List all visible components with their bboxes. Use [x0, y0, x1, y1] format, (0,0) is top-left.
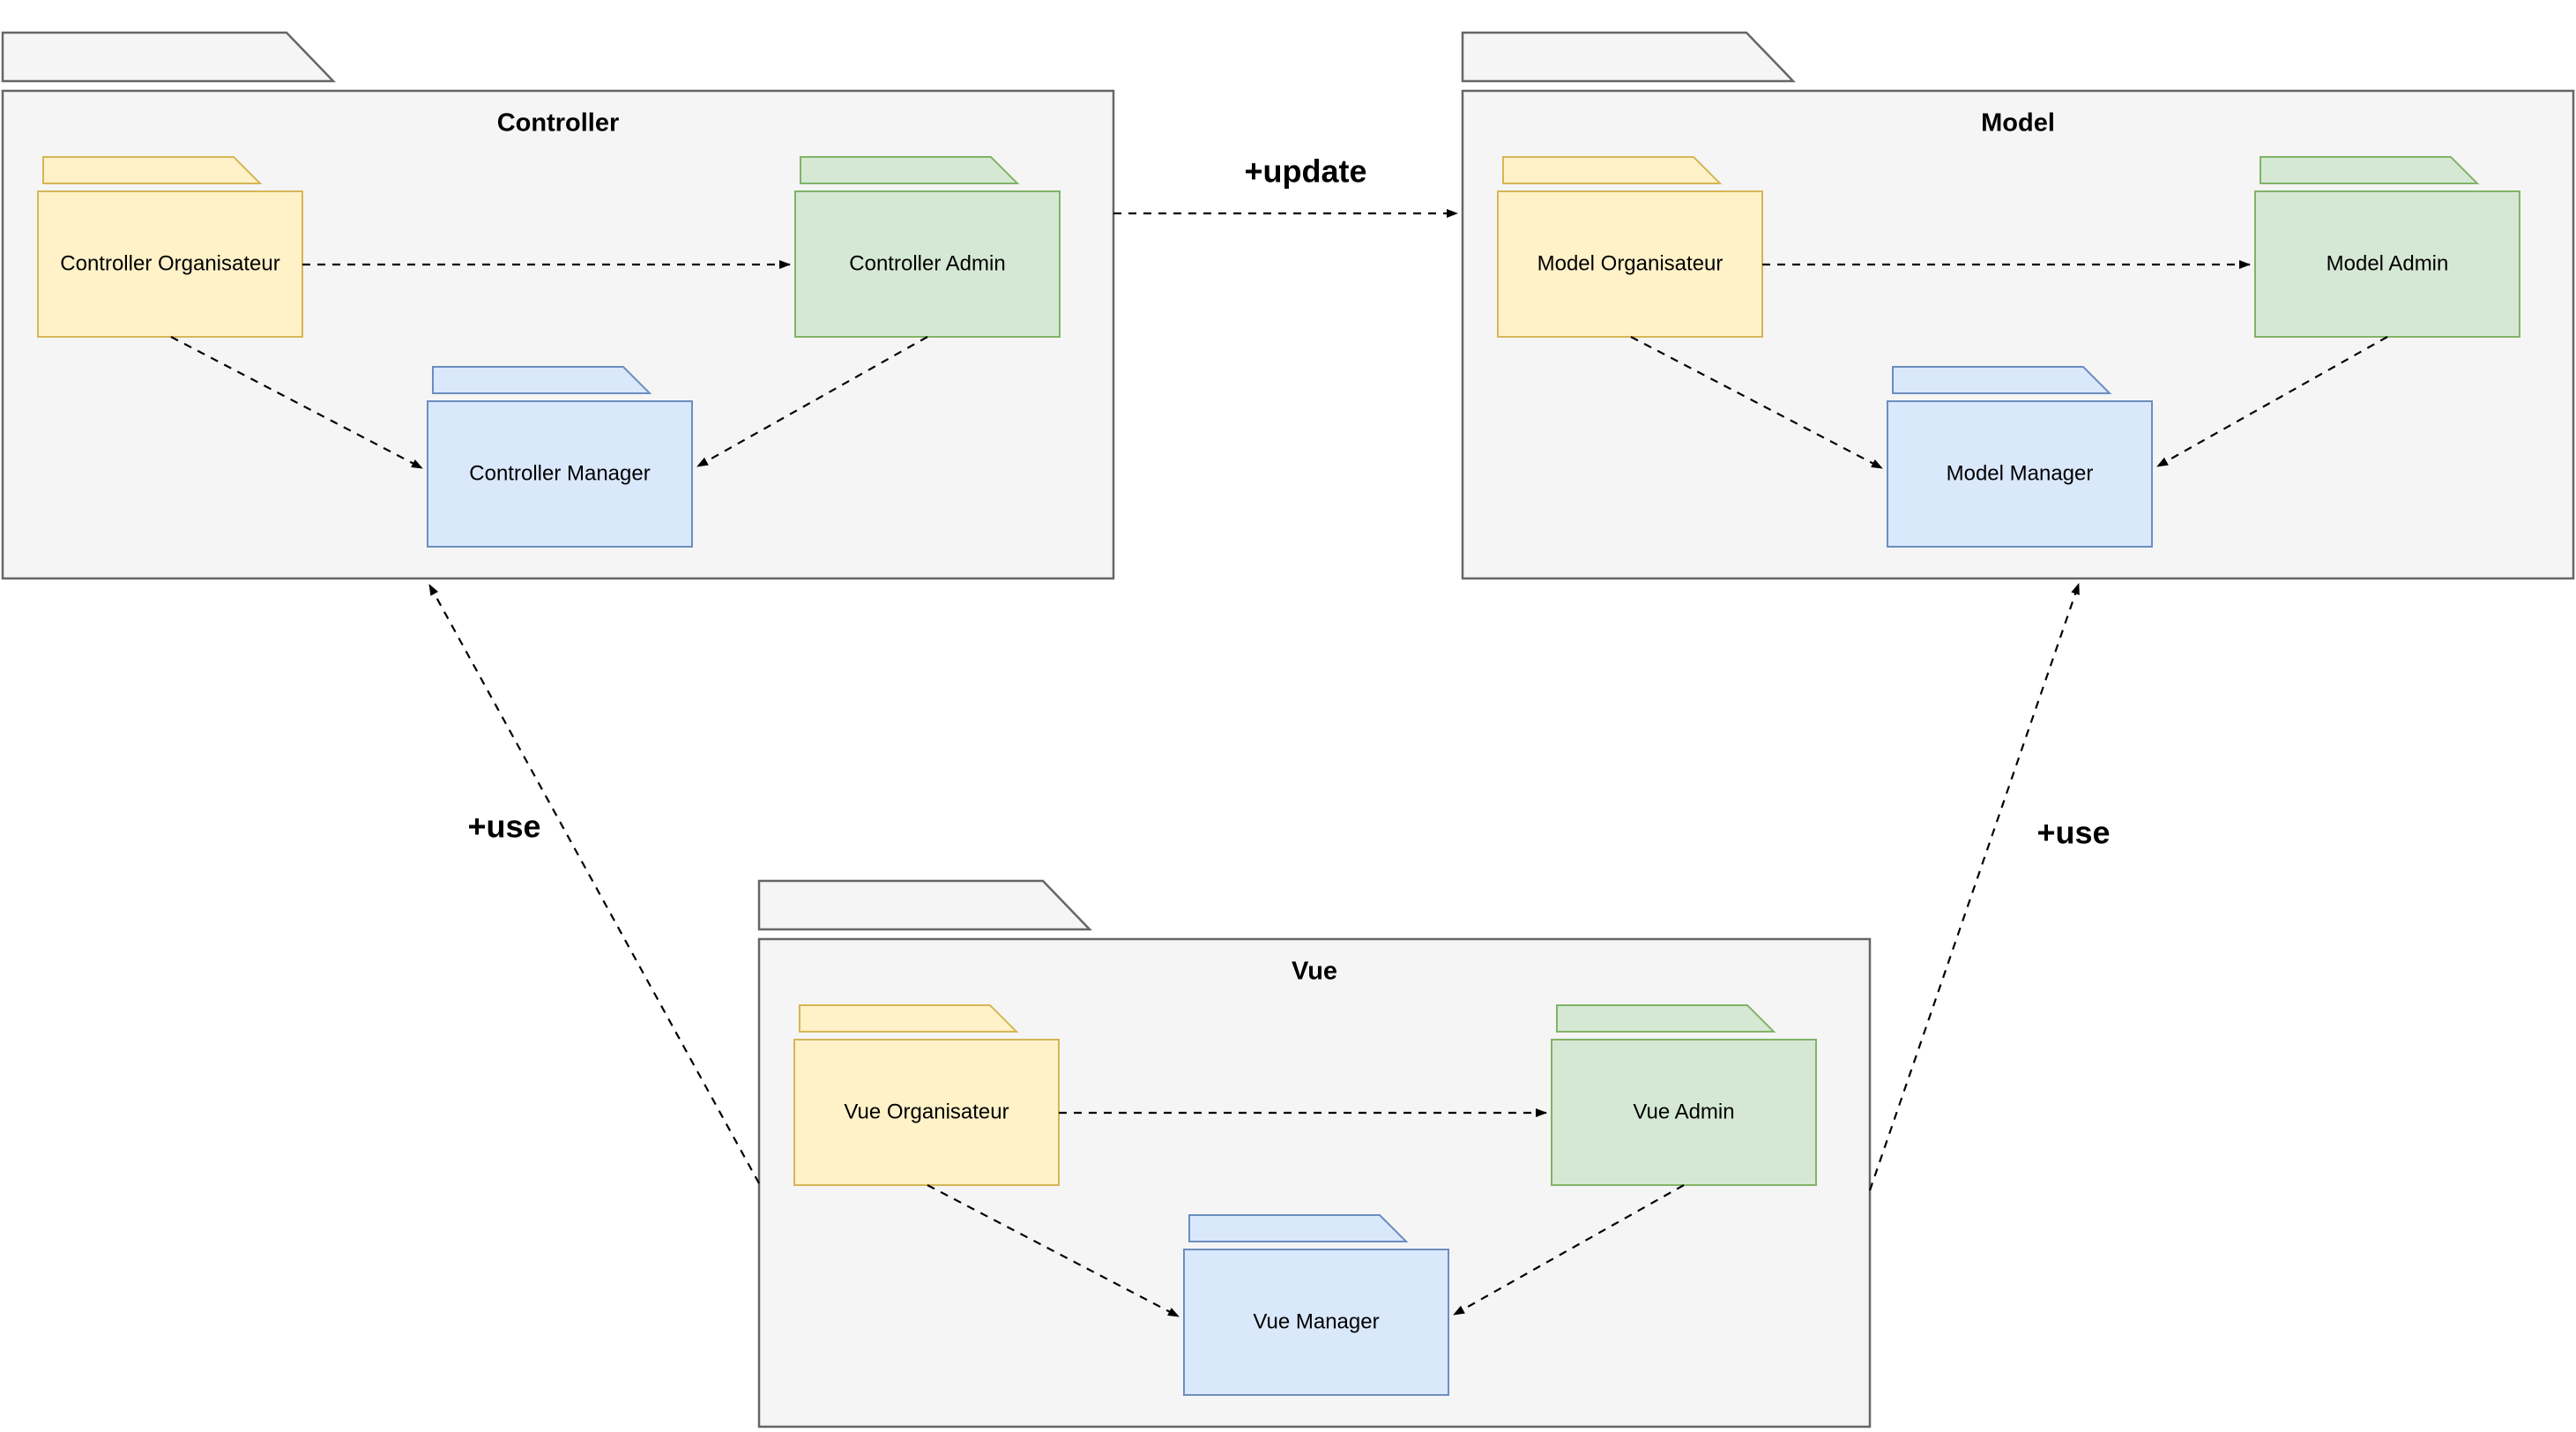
box-vue-admin[interactable]: Vue Admin: [1551, 1004, 1817, 1186]
box-model-admin-label: Model Admin: [2327, 251, 2449, 275]
box-model-admin[interactable]: Model Admin: [2254, 156, 2520, 338]
box-controller-organisateur-label: Controller Organisateur: [60, 251, 279, 275]
box-model-organisateur-tab[interactable]: [1502, 156, 1723, 184]
box-vue-organisateur-body[interactable]: [793, 1039, 1060, 1186]
box-controller-manager[interactable]: Controller Manager: [427, 366, 693, 548]
edge-vue-to-model-use[interactable]: [1868, 583, 2081, 1191]
package-vue-title: Vue: [1292, 958, 1337, 986]
package-controller-title: Controller: [497, 109, 620, 138]
box-vue-organisateur[interactable]: Vue Organisateur: [793, 1004, 1060, 1186]
box-controller-organisateur[interactable]: Controller Organisateur: [37, 156, 303, 338]
edge-vue-organisateur-to-manager[interactable]: [927, 1184, 1180, 1317]
box-vue-admin-body[interactable]: [1551, 1039, 1817, 1186]
box-model-manager[interactable]: Model Manager: [1887, 366, 2153, 548]
edge-vue-to-controller-use[interactable]: [428, 584, 760, 1184]
box-controller-manager-body[interactable]: [427, 400, 693, 548]
box-vue-manager[interactable]: Vue Manager: [1183, 1214, 1449, 1396]
box-model-manager-tab[interactable]: [1892, 366, 2112, 394]
package-vue-tab[interactable]: [757, 879, 1092, 931]
box-vue-admin-tab[interactable]: [1556, 1004, 1776, 1033]
edge-label-update: +update: [1244, 153, 1366, 190]
box-model-manager-body[interactable]: [1887, 400, 2153, 548]
edge-controller-organisateur-to-manager[interactable]: [170, 336, 423, 469]
box-vue-organisateur-tab[interactable]: [799, 1004, 1019, 1033]
box-model-admin-tab[interactable]: [2260, 156, 2480, 184]
box-vue-manager-label: Vue Manager: [1253, 1309, 1379, 1333]
box-vue-manager-tab[interactable]: [1188, 1214, 1409, 1242]
box-controller-manager-tab[interactable]: [432, 366, 652, 394]
box-vue-admin-label: Vue Admin: [1633, 1100, 1734, 1123]
box-vue-organisateur-label: Vue Organisateur: [844, 1100, 1009, 1123]
box-model-manager-label: Model Manager: [1947, 461, 2094, 485]
box-model-organisateur-body[interactable]: [1497, 190, 1763, 338]
edge-label-use-right: +use: [2036, 815, 2110, 851]
box-model-organisateur-label: Model Organisateur: [1537, 251, 1724, 275]
edge-label-use-left: +use: [467, 809, 540, 845]
box-model-organisateur[interactable]: Model Organisateur: [1497, 156, 1763, 338]
box-controller-organisateur-tab[interactable]: [42, 156, 263, 184]
box-vue-manager-body[interactable]: [1183, 1249, 1449, 1396]
package-controller-tab[interactable]: [1, 31, 336, 83]
box-controller-admin[interactable]: Controller Admin: [794, 156, 1061, 338]
package-model-tab[interactable]: [1461, 31, 1796, 83]
box-controller-admin-label: Controller Admin: [849, 251, 1005, 275]
package-model-title: Model: [1981, 109, 2055, 138]
box-controller-manager-label: Controller Manager: [469, 461, 650, 485]
edge-model-organisateur-to-manager[interactable]: [1630, 336, 1883, 469]
box-controller-organisateur-body[interactable]: [37, 190, 303, 338]
box-controller-admin-tab[interactable]: [800, 156, 1020, 184]
